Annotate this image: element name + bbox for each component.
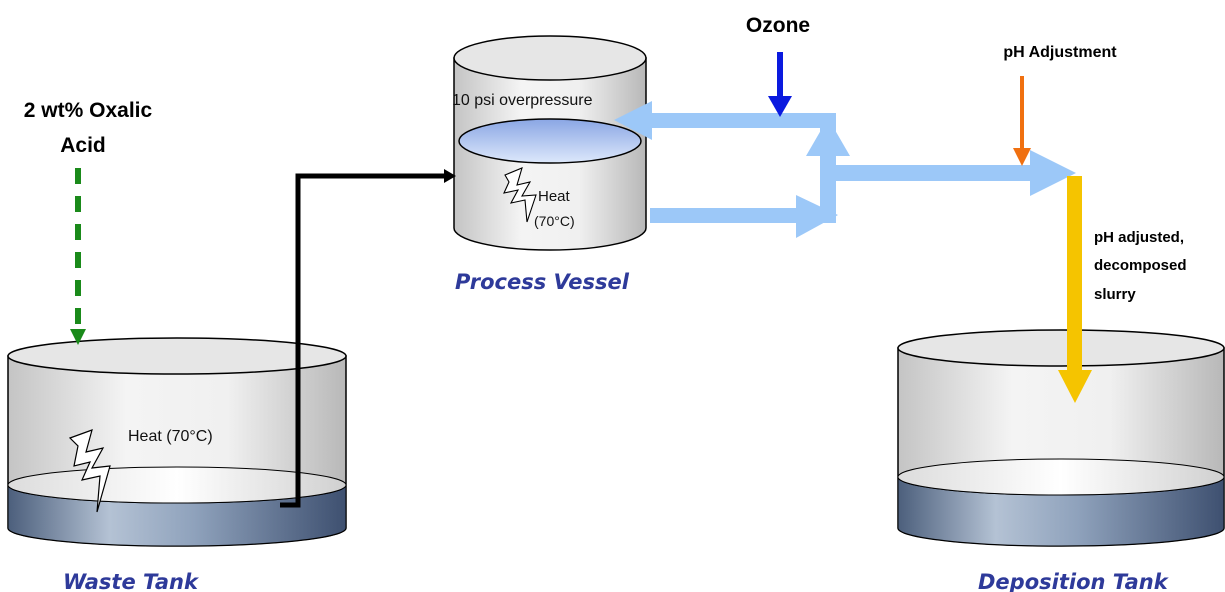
process-vessel-caption: Process Vessel [455, 270, 630, 294]
process-vessel-pressure-label: 10 psi overpressure [452, 92, 593, 109]
slurry-label-3: slurry [1094, 286, 1136, 303]
ozone-feed: Ozone [746, 14, 810, 117]
oxalic-acid-feed: 2 wt% Oxalic Acid [24, 99, 153, 345]
recirc-forward-arrowhead [1030, 150, 1076, 196]
transfer-line [280, 169, 456, 508]
slurry-arrowhead [1058, 370, 1092, 403]
ph-adjustment-arrowhead [1013, 148, 1031, 166]
slurry-label-2: decomposed [1094, 257, 1187, 274]
deposition-tank-caption: Deposition Tank [978, 570, 1170, 592]
transfer-line-arrowhead [444, 169, 456, 183]
oxalic-acid-arrowhead [70, 329, 86, 345]
waste-tank: Heat (70°C) Waste Tank [7, 337, 347, 592]
recirc-outlet-arrowhead [796, 195, 838, 238]
waste-tank-rim [7, 337, 347, 375]
ph-adjustment-feed: pH Adjustment [1003, 44, 1117, 166]
recirc-return-arrowhead [614, 101, 652, 140]
process-vessel-heat-label-1: Heat [538, 188, 571, 205]
process-vessel-heat-label-2: (70°C) [534, 213, 575, 229]
recirculation-loop [614, 101, 1076, 238]
process-vessel-heat-icon [503, 167, 537, 223]
ph-adjustment-label: pH Adjustment [1003, 44, 1117, 61]
slurry-label-1: pH adjusted, [1094, 229, 1184, 246]
oxalic-acid-label-2: Acid [60, 134, 106, 157]
recirc-up-arrowhead [806, 118, 850, 156]
waste-tank-heat-label: Heat (70°C) [128, 428, 213, 445]
process-vessel-top [453, 35, 647, 81]
ozone-label: Ozone [746, 14, 810, 37]
ozone-arrowhead [768, 96, 792, 117]
deposition-tank: Deposition Tank [897, 329, 1225, 592]
waste-tank-heat-icon [68, 429, 111, 513]
slurry-transfer: pH adjusted, decomposed slurry [1058, 176, 1187, 403]
process-vessel: 10 psi overpressure Heat (70°C) Process … [452, 35, 647, 294]
waste-tank-caption: Waste Tank [63, 570, 200, 592]
deposition-tank-rim [897, 329, 1225, 367]
oxalic-acid-label-1: 2 wt% Oxalic [24, 99, 153, 122]
process-vessel-liquid [458, 118, 642, 164]
